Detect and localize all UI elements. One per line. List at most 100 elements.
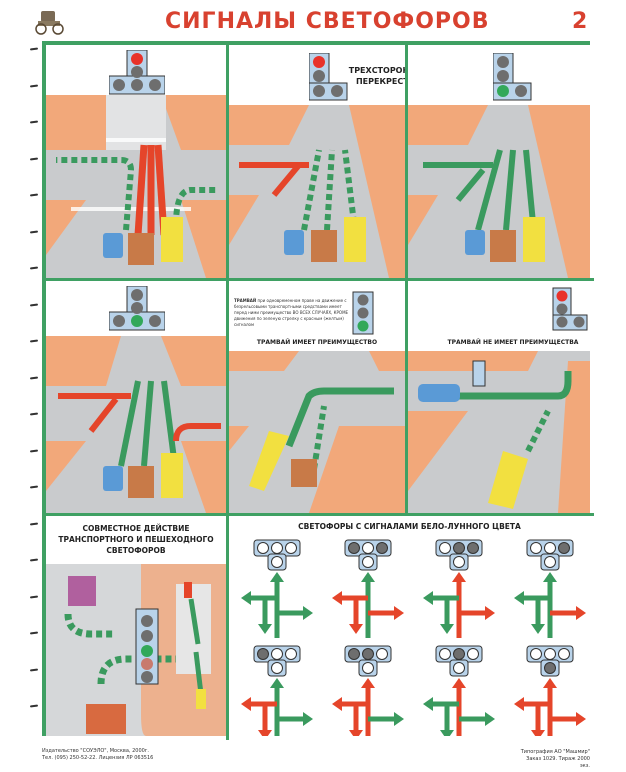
panel-t-signal-green	[46, 281, 226, 513]
binder-hole	[29, 412, 39, 416]
white-lunar-signal-3	[423, 539, 495, 638]
white-lunar-signal-5	[241, 645, 313, 736]
divider	[46, 513, 594, 516]
signal-lamp	[285, 648, 297, 660]
signal-lamp	[439, 648, 451, 660]
binder-hole	[29, 193, 39, 197]
caption-tram-priority: ТРАМВАЙ ИМЕЕТ ПРЕИМУЩЕСТВО	[256, 339, 378, 346]
arrow-right-head	[303, 712, 313, 726]
panel-tram-has-priority: ТРАМВАЙ при одновременном праве на движе…	[229, 281, 405, 513]
caption-tram-no-priority: ТРАМВАЙ НЕ ИМЕЕТ ПРЕИМУЩЕСТВА	[447, 339, 579, 346]
truck	[291, 459, 317, 487]
signal-lamp	[558, 542, 570, 554]
signal-lamp	[544, 556, 556, 568]
signal-lamp	[362, 648, 374, 660]
tram-illustration	[229, 351, 405, 513]
arrow-straight-head	[361, 572, 375, 582]
bus	[68, 576, 96, 606]
binder-hole	[29, 302, 39, 307]
arrow-right-head	[394, 712, 404, 726]
truck	[128, 233, 154, 265]
arrow-straight-green	[342, 149, 357, 224]
divider	[46, 278, 594, 281]
arrow-straight-green	[503, 149, 516, 231]
arrow-left-head	[514, 591, 524, 605]
panel-green-with-arrow	[408, 45, 590, 278]
binder-hole	[29, 229, 39, 234]
sidewalk	[161, 95, 226, 150]
binder-hole	[29, 667, 39, 672]
signal-lamp	[362, 662, 374, 674]
arrow-straight-head	[361, 678, 375, 688]
arrow-left-head	[332, 591, 342, 605]
arrow-down-head	[349, 624, 363, 634]
white-lunar-signal-7	[423, 645, 495, 736]
white-lunar-signal-6	[332, 645, 404, 736]
binder-hole	[29, 266, 39, 270]
arrow-down-head	[531, 730, 545, 736]
arrow-straight-head	[543, 678, 557, 688]
publisher-line2: Тел. (095) 250-52-22. Лицензия ЛР 063516	[42, 755, 154, 761]
vintage-car-icon	[35, 11, 64, 35]
arrow-right-head	[485, 712, 495, 726]
tram	[249, 431, 289, 491]
arrow-down-head	[440, 624, 454, 634]
tram-rule-text: при одновременном праве на движение с бе…	[234, 298, 349, 327]
signal-lamp	[271, 648, 283, 660]
binder-hole	[29, 156, 39, 161]
arrow-tram-green	[525, 409, 551, 453]
arrow-pedestrian-green	[193, 651, 204, 695]
white-lunar-signal-8	[514, 645, 586, 736]
arrow-tram-green	[285, 387, 394, 448]
white-lunar-signal-2	[332, 539, 404, 638]
arrow-straight-head	[452, 572, 466, 582]
signal-lamp	[271, 662, 283, 674]
signal-lamp	[544, 542, 556, 554]
binder-hole	[29, 339, 39, 343]
joint-title-line1: СОВМЕСТНОЕ ДЕЙСТВИЕ	[82, 524, 190, 533]
binder-hole	[29, 448, 39, 453]
pedestrian	[196, 689, 206, 709]
arrow-straight-red	[134, 144, 148, 236]
arrow-right-head	[485, 606, 495, 620]
signal-lamp	[376, 648, 388, 660]
tram	[488, 451, 528, 509]
signal-lamp	[467, 648, 479, 660]
car-blue	[418, 384, 460, 402]
signal-lamp	[453, 556, 465, 568]
panel-t-signal-red-with-arrows	[46, 45, 226, 278]
binder-hole	[29, 631, 39, 635]
binder-hole	[29, 47, 39, 51]
arrow-truck-green	[97, 655, 176, 685]
intersection-illustration	[229, 105, 405, 278]
joint-title-line3: СВЕТОФОРОВ	[106, 546, 166, 555]
arrow-bus-green	[64, 613, 116, 638]
intersection-illustration	[46, 336, 226, 513]
signal-lamp	[257, 542, 269, 554]
arrow-left-head	[514, 697, 524, 711]
binder-hole	[29, 704, 39, 708]
pedestrian	[184, 582, 192, 598]
divider	[226, 45, 229, 740]
panel-joint-action: СОВМЕСТНОЕ ДЕЙСТВИЕ ТРАНСПОРТНОГО И ПЕШЕ…	[46, 516, 226, 736]
divider	[405, 281, 408, 513]
arrow-down-head	[531, 624, 545, 634]
arrow-left-head	[241, 697, 251, 711]
binder-hole	[29, 521, 39, 526]
tram-rule-note: ТРАМВАЙ при одновременном праве на движе…	[234, 298, 349, 328]
page-number: 2	[572, 9, 588, 34]
arrow-left-green	[56, 157, 135, 231]
signal-lamp	[453, 662, 465, 674]
white-lunar-title: СВЕТОФОРЫ С СИГНАЛАМИ БЕЛО-ЛУННОГО ЦВЕТА	[298, 522, 521, 531]
arrow-left-red	[271, 163, 302, 197]
arrow-straight-head	[452, 678, 466, 688]
panel-tram-no-priority: ТРАМВАЙ НЕ ИМЕЕТ ПРЕИМУЩЕСТВА	[408, 281, 590, 513]
arrow-down-head	[349, 730, 363, 736]
signal-lamp	[271, 542, 283, 554]
signal-lamp	[271, 556, 283, 568]
arrow-down-head	[440, 730, 454, 736]
traffic-light-l	[552, 287, 588, 331]
traffic-light-t	[109, 50, 165, 95]
arrow-left-green	[455, 168, 486, 202]
printer-line2: Заказ 1029. Тираж 2000 экз.	[526, 756, 590, 769]
